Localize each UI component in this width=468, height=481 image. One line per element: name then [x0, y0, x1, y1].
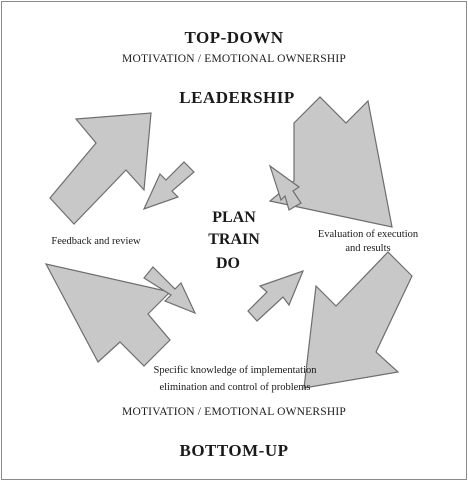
bottom-up-title: BOTTOM-UP [179, 441, 289, 460]
large-arrow-bottom-right [303, 251, 413, 389]
evaluation-label-line1: Evaluation of execution [317, 229, 419, 240]
center-train: TRAIN [208, 231, 260, 248]
top-down-title: TOP-DOWN [184, 28, 284, 47]
knowledge-line2: elimination and control of problems [159, 382, 311, 393]
small-arrow-top-right [268, 164, 302, 211]
bottom-motivation-subtitle: MOTIVATION / EMOTIONAL OWNERSHIP [122, 406, 346, 418]
small-arrow-bottom-left [143, 266, 197, 315]
leadership-label: LEADERSHIP [179, 88, 295, 107]
top-motivation-subtitle: MOTIVATION / EMOTIONAL OWNERSHIP [122, 53, 346, 65]
large-arrow-bottom-left [44, 263, 172, 367]
feedback-review-label: Feedback and review [51, 236, 141, 247]
small-arrow-top-left [142, 161, 195, 211]
center-do: DO [216, 255, 240, 272]
knowledge-line1: Specific knowledge of implementation [153, 365, 317, 376]
center-plan: PLAN [212, 209, 256, 226]
evaluation-label-line2: and results [345, 243, 391, 254]
small-arrow-bottom-right [247, 269, 305, 322]
large-arrow-top-left [49, 112, 152, 225]
